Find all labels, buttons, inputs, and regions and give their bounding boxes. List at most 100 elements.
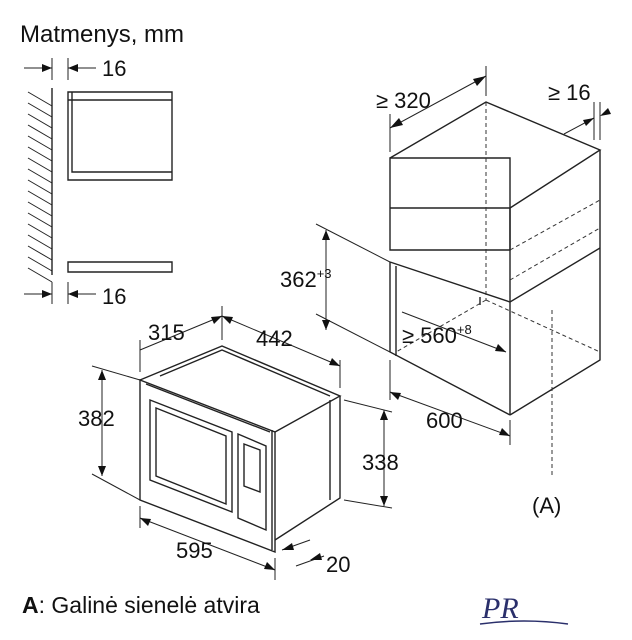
appliance-view: 315 442 382 338 595 20: [78, 306, 399, 580]
dim-line: [139, 517, 276, 571]
label-opening: (A): [532, 493, 561, 518]
dim-line: [389, 391, 511, 437]
arrow-head: [473, 76, 486, 86]
side-view: 16 16: [24, 56, 173, 309]
arrow-head: [380, 410, 388, 420]
hatch-line: [27, 223, 53, 239]
dim-line: [221, 315, 341, 367]
niche-view: (A) ≥ 320 ≥ 16 362+3 ≥ 560+8 600: [280, 66, 611, 518]
hatch-line: [27, 91, 53, 107]
ext-line: [315, 313, 391, 353]
appliance-side-face: [274, 396, 341, 541]
hidden-line: [509, 199, 601, 251]
arrow-head: [68, 64, 78, 72]
label-appliance-front-height: 382: [78, 406, 115, 431]
brand-logo: PR: [478, 588, 570, 632]
arrow-head: [499, 428, 510, 436]
label-niche-depth: 600: [426, 408, 463, 433]
hidden-line: [395, 299, 487, 353]
dim-line: [139, 315, 223, 351]
label-bottom-gap: 16: [102, 284, 126, 309]
appliance-body-edge: [159, 349, 331, 397]
arrow-head: [322, 320, 330, 330]
niche-top-front: [389, 157, 511, 251]
hidden-line: [485, 299, 601, 353]
hatch-line: [27, 179, 53, 195]
diagram-title: Matmenys, mm: [20, 21, 184, 48]
arrow-head: [495, 344, 506, 352]
arrow-head: [380, 496, 388, 506]
wall-hatching: [27, 91, 53, 283]
arrow-head: [600, 108, 611, 116]
ext-line: [343, 399, 393, 413]
label-niche-depth-min: ≥ 320: [376, 88, 431, 113]
appliance-top-face: [139, 345, 342, 433]
arrow-head: [140, 518, 151, 526]
appliance-frame-inner-top: [145, 383, 271, 433]
hatch-line: [27, 102, 53, 118]
label-niche-height: 362+3: [280, 266, 332, 292]
hatch-line: [27, 146, 53, 162]
arrow-head: [211, 316, 222, 324]
hatch-line: [27, 245, 53, 261]
hatch-line: [27, 267, 53, 283]
arrow-head: [264, 562, 275, 570]
arrow-head: [98, 370, 106, 380]
dim-line: [389, 75, 487, 129]
appliance-control-panel: [237, 432, 267, 532]
hatch-line: [27, 124, 53, 140]
niche-shelf: [389, 247, 601, 303]
hidden-line: [509, 227, 601, 281]
ext-line: [315, 223, 391, 263]
label-niche-side-gap: ≥ 16: [548, 80, 591, 105]
hatch-line: [27, 234, 53, 250]
arrow-head: [282, 543, 294, 550]
arrow-head: [583, 118, 594, 126]
label-niche-width: ≥ 560+8: [402, 322, 472, 348]
arrow-head: [42, 64, 52, 72]
ext-line: [343, 499, 393, 509]
label-appliance-body-height: 338: [362, 450, 399, 475]
logo-mark: PR: [479, 592, 569, 625]
appliance-door-glass: [155, 406, 227, 506]
arrow-head: [68, 290, 78, 298]
label-frame-depth: 20: [326, 552, 350, 577]
arrow-head: [390, 392, 401, 400]
dim-line: [401, 311, 507, 353]
arrow-head: [42, 290, 52, 298]
label-appliance-width: 442: [256, 326, 293, 351]
hatch-line: [27, 113, 53, 129]
footnote-text: : Galinė sienelė atvira: [38, 592, 260, 618]
lower-board: [67, 261, 173, 273]
niche-height-base: 362: [280, 267, 317, 292]
arrow-head: [329, 358, 340, 366]
arrow-head: [322, 230, 330, 240]
upper-cabinet: [67, 91, 173, 181]
appliance-front-frame: [139, 378, 276, 554]
niche-width-tolerance: +8: [457, 322, 472, 337]
arrow-head: [98, 466, 106, 476]
upper-cabinet-inner: [71, 92, 172, 173]
hatch-line: [27, 190, 53, 206]
appliance-door-window: [149, 398, 233, 514]
appliance-display: [243, 442, 261, 494]
hatch-line: [27, 157, 53, 173]
label-appliance-depth: 315: [148, 320, 185, 345]
logo-monogram: PR: [481, 592, 519, 625]
arrow-head: [310, 553, 322, 560]
ext-line: [91, 365, 141, 381]
label-top-gap: 16: [102, 56, 126, 81]
hatch-line: [27, 135, 53, 151]
footnote: A: Galinė sienelė atvira: [22, 592, 260, 619]
niche-width-base: ≥ 560: [402, 323, 457, 348]
niche-height-tolerance: +3: [317, 266, 332, 281]
footnote-key: A: [22, 592, 39, 618]
niche-top-face: [389, 101, 602, 209]
arrow-head: [390, 118, 403, 128]
hatch-line: [27, 256, 53, 272]
hatch-line: [27, 201, 53, 217]
label-appliance-front-width: 595: [176, 538, 213, 563]
niche-side-right: [509, 150, 601, 416]
